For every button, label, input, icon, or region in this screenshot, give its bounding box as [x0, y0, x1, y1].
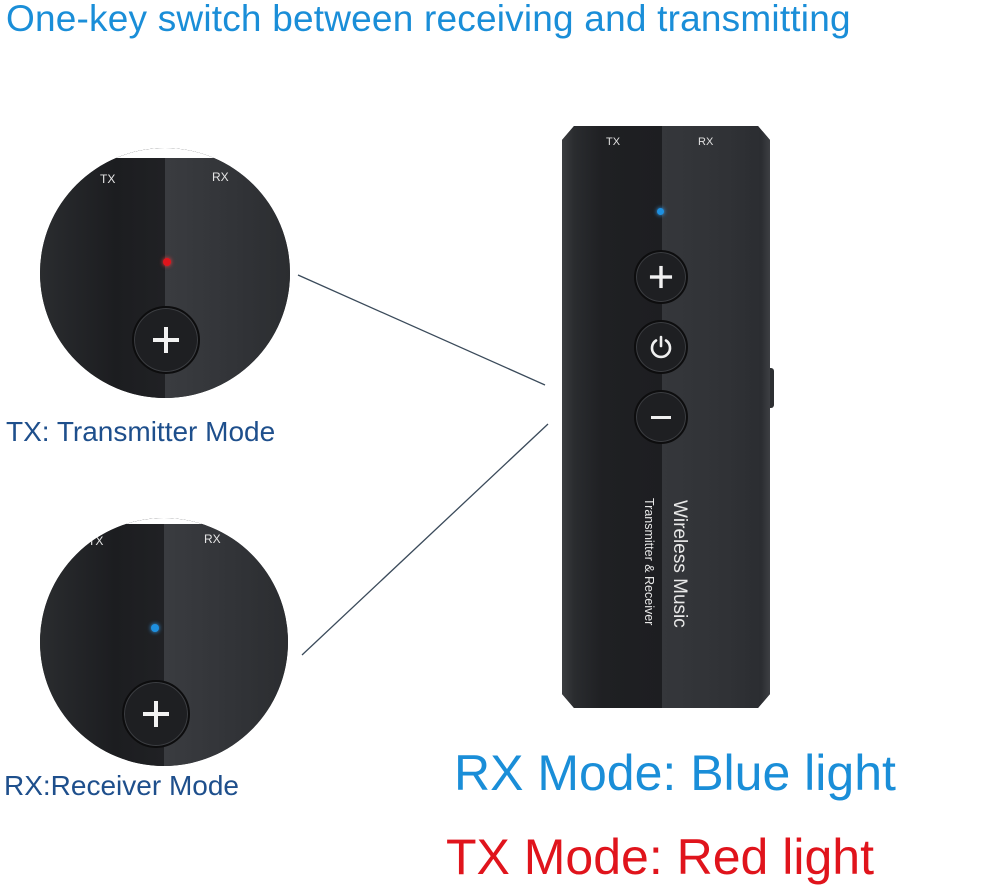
page-title: One-key switch between receiving and tra…: [6, 0, 851, 39]
rx-mode-caption: RX:Receiver Mode: [4, 770, 239, 801]
tx-mode-caption: TX: Transmitter Mode: [6, 416, 276, 447]
minus-icon: [651, 415, 671, 419]
power-icon: [650, 335, 672, 359]
blue-led-indicator: [657, 208, 664, 215]
tx-label: TX: [88, 534, 104, 548]
rx-label: RX: [212, 170, 229, 184]
rx-label: RX: [698, 136, 714, 148]
side-switch[interactable]: [768, 368, 774, 408]
rx-mode-inset: TX RX: [40, 518, 288, 766]
volume-up-button[interactable]: [634, 250, 688, 304]
brand-subtext: Transmitter & Receiver: [642, 498, 656, 626]
red-led-indicator: [163, 258, 171, 266]
plus-icon: [143, 701, 169, 727]
plus-icon: [153, 327, 179, 353]
power-button[interactable]: [634, 320, 688, 374]
plus-button[interactable]: [122, 680, 190, 748]
rx-label: RX: [204, 532, 221, 546]
bluetooth-device: TX RX Wireless Music Transmitter & Recei…: [562, 126, 770, 708]
rx-mode-legend: RX Mode: Blue light: [454, 745, 896, 801]
tx-mode-inset: TX RX: [40, 148, 290, 398]
plus-button[interactable]: [132, 306, 200, 374]
blue-led-indicator: [151, 624, 159, 632]
brand-text: Wireless Music: [669, 500, 690, 628]
tx-mode-legend: TX Mode: Red light: [446, 829, 874, 885]
tx-label: TX: [100, 172, 116, 186]
plus-icon: [649, 265, 673, 289]
volume-down-button[interactable]: [634, 390, 688, 444]
tx-label: TX: [606, 136, 621, 148]
